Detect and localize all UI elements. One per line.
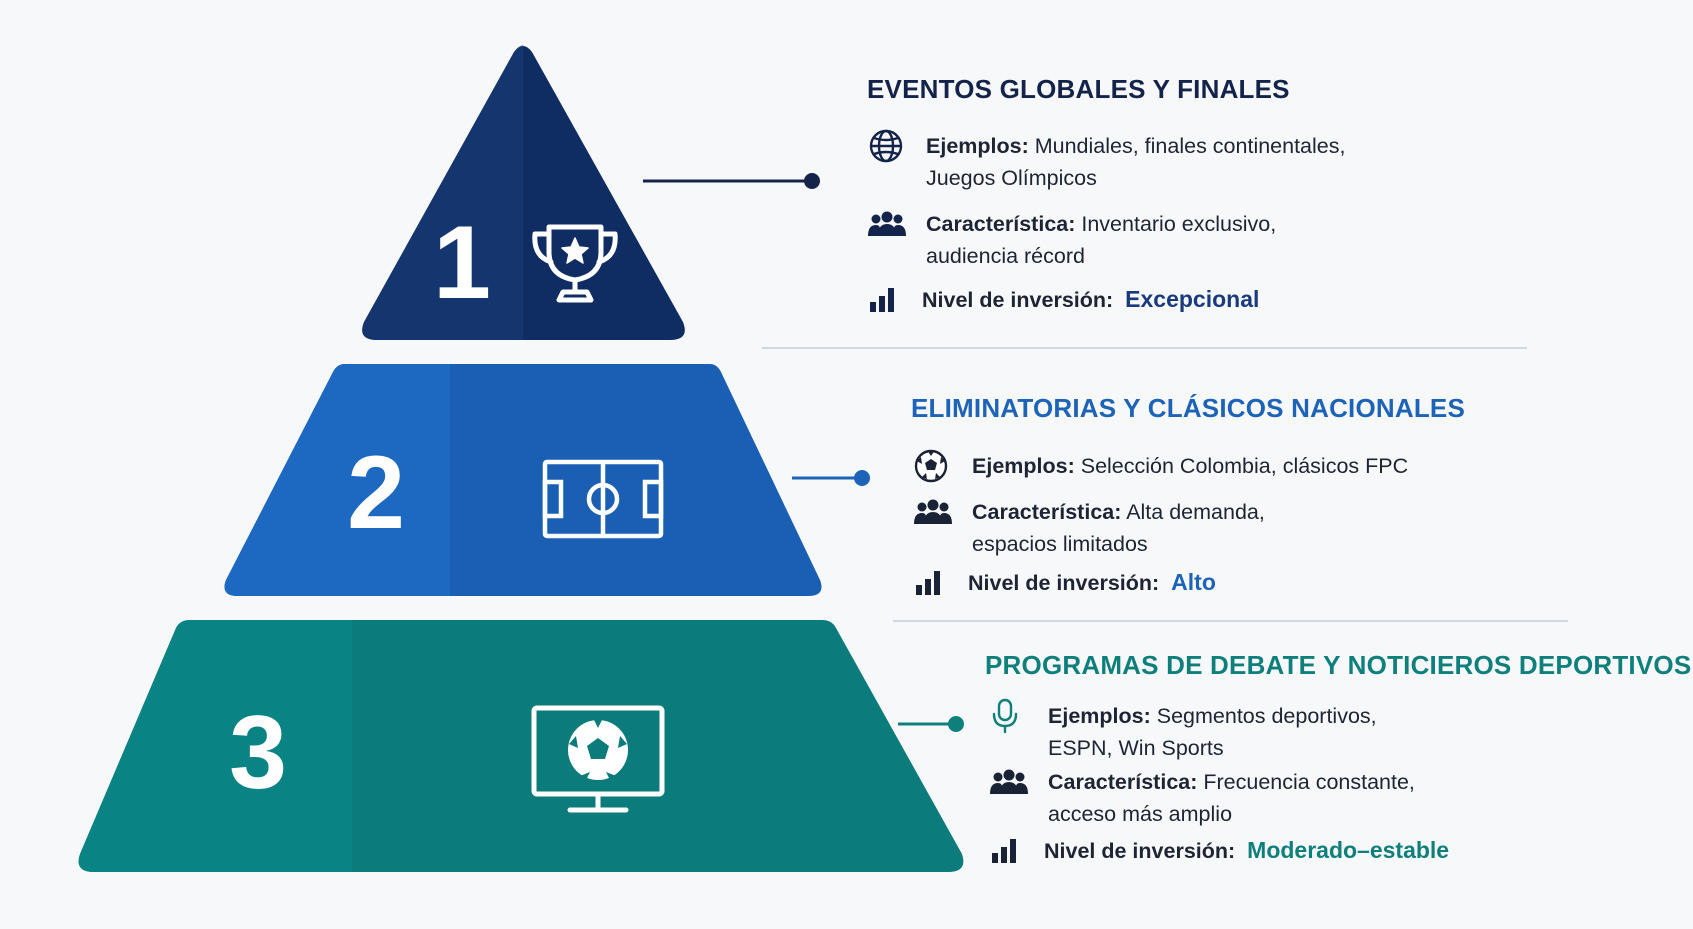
people-icon <box>990 766 1028 798</box>
bar-chart-icon <box>868 283 906 315</box>
people-icon <box>914 496 952 528</box>
tier-1-feature-line1: Inventario exclusivo, <box>1081 212 1277 236</box>
tier-3-examples-line2: ESPN, Win Sports <box>1048 736 1224 760</box>
tier-1-examples-label: Ejemplos: <box>926 134 1029 158</box>
trophy-icon <box>532 224 618 303</box>
tier-3-level: Nivel de inversión: Moderado–estable <box>990 834 1449 867</box>
tier-2-examples-label: Ejemplos: <box>972 454 1075 478</box>
divider-2 <box>893 620 1568 622</box>
tier-1-feature-label: Característica: <box>926 212 1076 236</box>
tier-1-examples: Ejemplos: Mundiales, finales continental… <box>868 129 1346 194</box>
tier-2-number: 2 <box>347 435 405 551</box>
tier-2-level: Nivel de inversión: Alto <box>914 566 1216 599</box>
tier-2-feature-line2: espacios limitados <box>972 532 1148 556</box>
pyramid-tier-3: 3 <box>78 620 964 872</box>
tier-3-feature-line2: acceso más amplio <box>1048 802 1233 826</box>
tier-3-level-label: Nivel de inversión: <box>1044 839 1236 863</box>
tier-3-examples-line1: Segmentos deportivos, <box>1156 704 1377 728</box>
tier-3-number: 3 <box>229 695 287 811</box>
tier-1-feature-line2: audiencia récord <box>926 244 1085 268</box>
soccer-ball-icon <box>914 449 952 483</box>
tier-1-level-value: Excepcional <box>1125 286 1260 312</box>
tier-3-level-value: Moderado–estable <box>1247 837 1450 863</box>
people-icon <box>868 208 906 240</box>
tier-1-examples-line2: Juegos Olímpicos <box>926 166 1097 190</box>
pyramid-tier-1: 1 <box>362 45 685 340</box>
tv-soccer-icon <box>531 705 665 813</box>
tier-2-examples: Ejemplos: Selección Colombia, clásicos F… <box>914 449 1409 483</box>
tier-1-number: 1 <box>433 205 491 321</box>
tier-2-level-value: Alto <box>1171 569 1216 595</box>
tier-1-title: EVENTOS GLOBALES Y FINALES <box>867 74 1290 104</box>
soccer-field-icon <box>542 459 664 539</box>
bar-chart-icon <box>990 834 1028 866</box>
tier-1-examples-line1: Mundiales, finales continentales, <box>1034 134 1346 158</box>
tier-2-title: ELIMINATORIAS Y CLÁSICOS NACIONALES <box>911 393 1466 423</box>
bar-chart-icon <box>914 566 952 598</box>
tier-3-title: PROGRAMAS DE DEBATE Y NOTICIEROS DEPORTI… <box>985 650 1692 680</box>
divider-1 <box>762 347 1527 349</box>
globe-icon <box>868 129 906 163</box>
tier-3-feature: Característica: Frecuencia constante, ac… <box>990 766 1415 830</box>
microphone-icon <box>990 698 1028 734</box>
tier-3-feature-line1: Frecuencia constante, <box>1203 770 1415 794</box>
tier-2-level-label: Nivel de inversión: <box>968 571 1160 595</box>
tier-2-feature-line1: Alta demanda, <box>1126 500 1265 524</box>
tier-2-feature: Característica: Alta demanda, espacios l… <box>914 496 1265 560</box>
connector-3 <box>898 716 964 732</box>
connector-1 <box>643 173 820 189</box>
tier-2-feature-label: Característica: <box>972 500 1122 524</box>
tier-1-level: Nivel de inversión: Excepcional <box>868 283 1259 316</box>
tier-2-examples-line1: Selección Colombia, clásicos FPC <box>1080 454 1409 478</box>
tier-3-examples-label: Ejemplos: <box>1048 704 1151 728</box>
tier-3-examples: Ejemplos: Segmentos deportivos, ESPN, Wi… <box>990 698 1377 764</box>
tier-1-feature: Característica: Inventario exclusivo, au… <box>868 208 1276 272</box>
pyramid-tier-2: 2 <box>224 364 822 596</box>
tier-1-level-label: Nivel de inversión: <box>922 288 1114 312</box>
connector-2 <box>792 470 870 486</box>
tier-3-feature-label: Característica: <box>1048 770 1198 794</box>
